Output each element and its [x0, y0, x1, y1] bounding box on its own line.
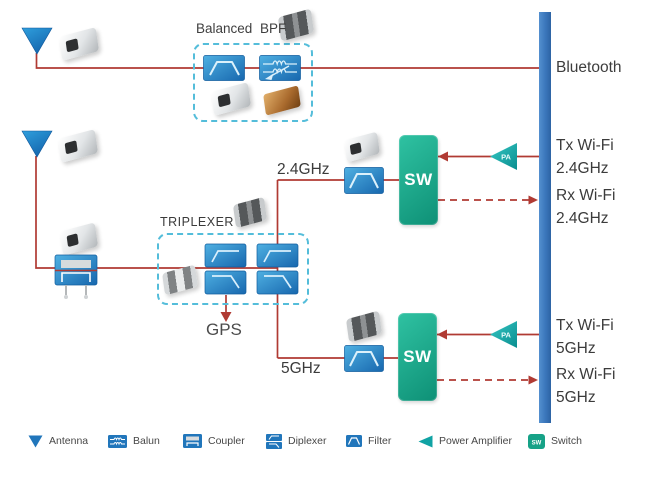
power-amplifier-icon: [418, 435, 433, 447]
balun-icon: [259, 55, 301, 81]
switch-icon: SW: [528, 433, 545, 449]
bluetooth-label: Bluetooth: [556, 59, 622, 76]
tx-wifi-5ghz-label: Tx Wi-Fi 5GHz: [556, 317, 614, 357]
power-amplifier-icon: PA: [490, 321, 517, 348]
diplexer-icon: [266, 433, 282, 449]
host-bus-bar: [539, 12, 551, 423]
antenna-icon: [21, 130, 53, 158]
filter-icon: [344, 345, 384, 372]
switch-label: SW: [403, 347, 432, 366]
switch-24ghz: SW: [399, 135, 438, 225]
gps-arrowhead: [220, 312, 232, 322]
rx-24ghz-arrowhead: [528, 195, 538, 205]
gps-label: GPS: [206, 320, 242, 339]
power-amplifier-icon: PA: [490, 143, 517, 170]
legend-item-balun: Balun: [108, 433, 160, 449]
filter-icon: [203, 55, 245, 81]
coupler-icon: [183, 434, 202, 448]
coupler-icon: [54, 254, 98, 299]
legend-item-coupler: Coupler: [183, 433, 245, 449]
filter-icon: [344, 167, 384, 194]
balanced-bpf-label: Balanced BPF: [196, 21, 287, 36]
rx-5ghz-arrowhead: [528, 375, 538, 385]
switch-label: SW: [404, 170, 433, 189]
filter-icon: [346, 435, 362, 447]
svg-text:SW: SW: [532, 440, 542, 446]
bluetooth-line: [35, 53, 539, 69]
balanced-bpf-box: [193, 43, 313, 122]
tx-5ghz-arrowhead: [437, 329, 447, 340]
legend-item-diplexer: Diplexer: [266, 433, 327, 449]
switch-5ghz: SW: [398, 313, 437, 401]
tx-wifi-24ghz-label: Tx Wi-Fi 2.4GHz: [556, 137, 614, 177]
antenna-icon: [28, 435, 43, 447]
diplexer-icon: [256, 243, 299, 295]
rx-wifi-5ghz-label: Rx Wi-Fi 5GHz: [556, 366, 616, 406]
balun-icon: [108, 434, 127, 448]
wifi-antenna-line: [35, 156, 278, 269]
triplexer-box: [157, 233, 309, 305]
diplexer-icon: [204, 243, 247, 295]
legend-item-power-amplifier: Power Amplifier: [418, 433, 512, 449]
tx-24ghz-arrowhead: [438, 151, 448, 162]
triplexer-label: TRIPLEXER: [160, 215, 234, 229]
pa-label: PA: [501, 153, 511, 162]
rx-wifi-24ghz-label: Rx Wi-Fi 2.4GHz: [556, 187, 616, 227]
pa-label: PA: [501, 331, 511, 340]
legend-item-switch: SW Switch: [528, 433, 582, 449]
antenna-icon: [21, 27, 53, 55]
legend-item-filter: Filter: [346, 433, 391, 449]
band-5ghz-label: 5GHz: [281, 360, 321, 377]
band-24ghz-label: 2.4GHz: [277, 161, 330, 178]
legend-item-antenna: Antenna: [28, 433, 88, 449]
